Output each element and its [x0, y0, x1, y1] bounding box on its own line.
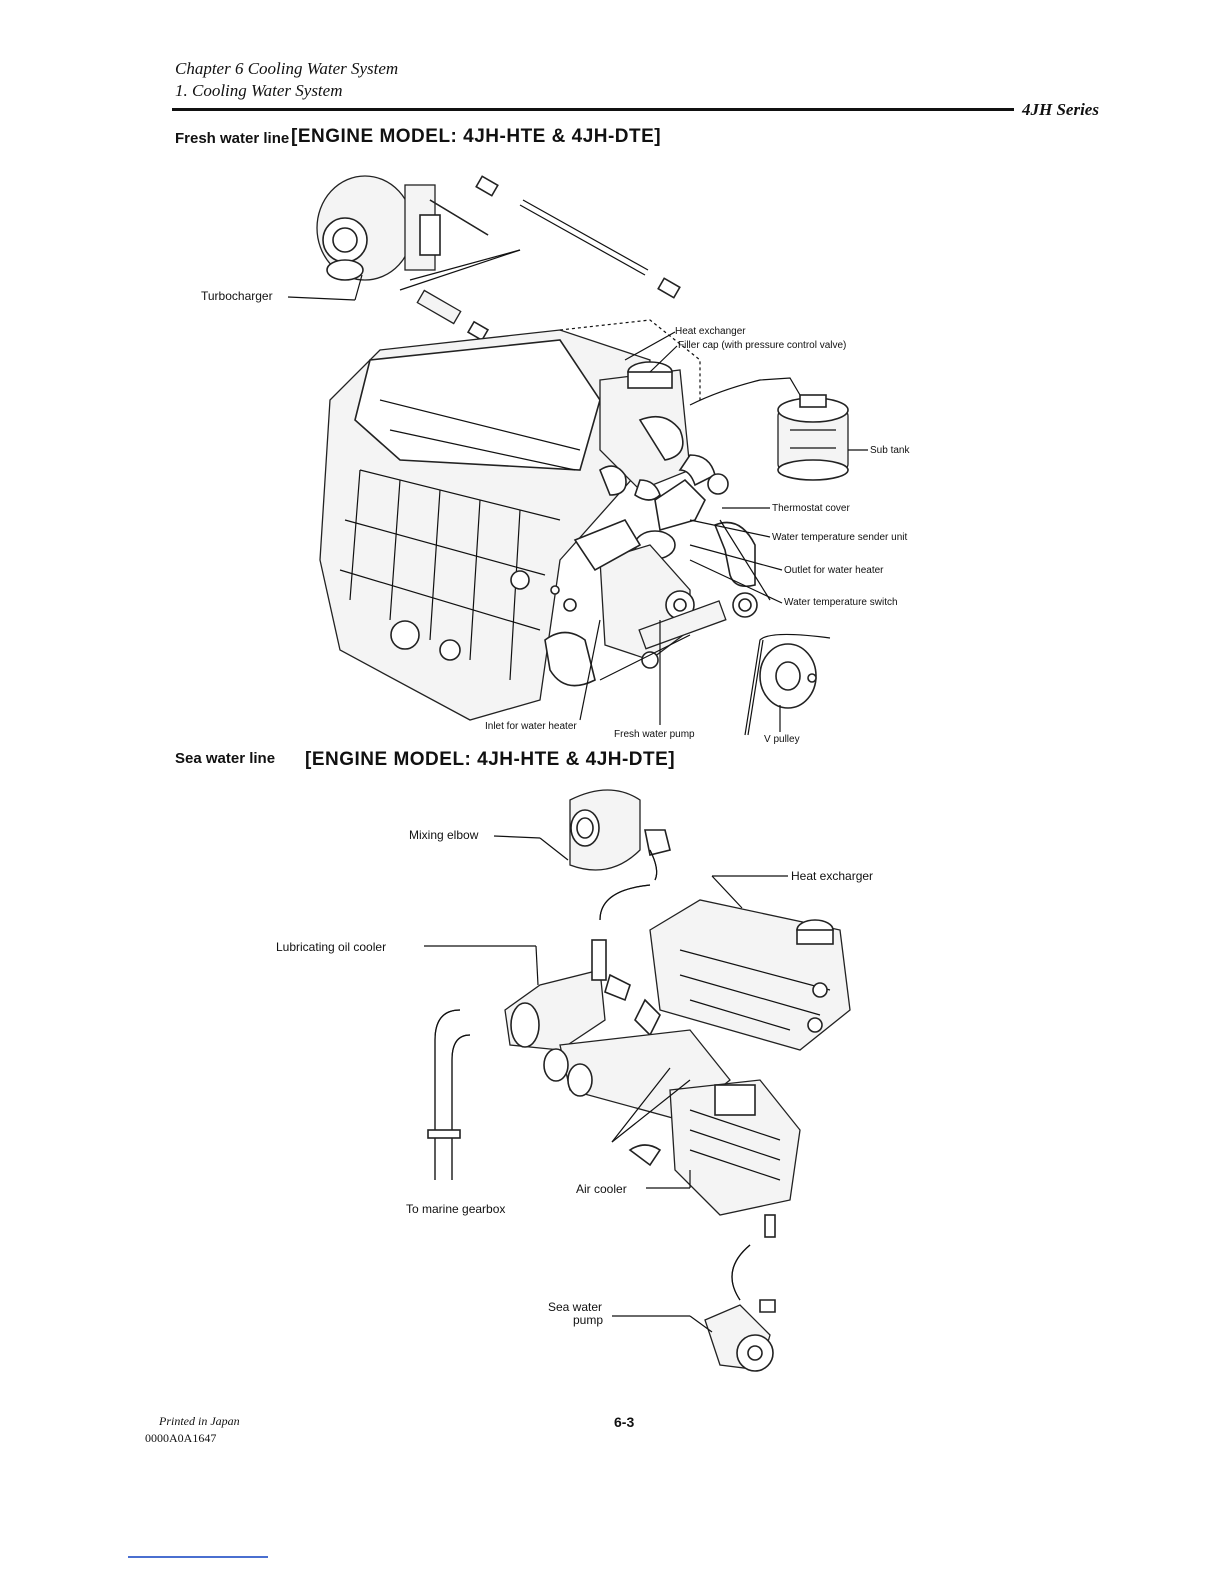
label-air-cooler: Air cooler	[576, 1182, 627, 1196]
sea-water-pump-drawing	[704, 1214, 776, 1372]
label-to-marine-gearbox: To marine gearbox	[406, 1202, 506, 1216]
printed-in-japan: Printed in Japan	[159, 1414, 240, 1428]
label-pump: pump	[573, 1313, 604, 1327]
label-inlet-water-heater: Inlet for water heater	[485, 721, 577, 732]
label-thermostat-cover: Thermostat cover	[772, 503, 850, 514]
sea-leader-lines	[424, 835, 788, 1333]
label-outlet-water-heater: Outlet for water heater	[784, 565, 884, 576]
label-water-temp-sender: Water temperature sender unit	[772, 532, 908, 543]
footer-blue-rule	[128, 1556, 268, 1558]
fresh-water-pump-drawing	[544, 519, 727, 687]
label-mixing-elbow: Mixing elbow	[409, 828, 479, 842]
fresh-water-heading: Fresh water line	[175, 130, 290, 147]
gearbox-pipes	[427, 1009, 471, 1180]
turbocharger-drawing	[316, 175, 441, 281]
sub-tank-drawing	[777, 394, 849, 481]
page-number: 6-3	[614, 1414, 635, 1430]
chapter-title: Chapter 6 Cooling Water System	[175, 59, 399, 78]
fresh-leader-lines	[287, 274, 868, 732]
label-heat-exchanger-sea: Heat excharger	[791, 869, 874, 883]
engine-block-drawing	[319, 319, 701, 721]
v-pulley-drawing	[744, 633, 831, 736]
fresh-engine-model: [ENGINE MODEL: 4JH-HTE & 4JH-DTE]	[291, 126, 662, 147]
series-label: 4JH Series	[1022, 100, 1099, 119]
label-turbocharger: Turbocharger	[201, 289, 273, 303]
label-lubricating-oil-cooler: Lubricating oil cooler	[276, 940, 387, 954]
label-sub-tank: Sub tank	[870, 445, 910, 456]
label-water-temp-switch: Water temperature switch	[784, 597, 898, 608]
header-rule	[172, 108, 1014, 111]
label-heat-exchanger: Heat exchanger	[675, 326, 746, 337]
sea-engine-model: [ENGINE MODEL: 4JH-HTE & 4JH-DTE]	[305, 749, 676, 770]
fresh-water-diagram	[287, 175, 868, 736]
label-v-pulley: V pulley	[764, 734, 800, 745]
upper-pipes	[399, 175, 681, 342]
label-fresh-water-pump: Fresh water pump	[614, 729, 695, 740]
sea-water-heading: Sea water line	[175, 750, 276, 767]
sea-hoses	[599, 849, 751, 1301]
label-sea-water: Sea water	[548, 1300, 603, 1314]
section-title: 1. Cooling Water System	[175, 81, 343, 100]
label-filler-cap: Filler cap (with pressure control valve)	[678, 340, 847, 351]
document-code: 0000A0A1647	[145, 1431, 217, 1445]
heat-exchanger-drawing	[649, 899, 851, 1051]
mixing-elbow-drawing	[569, 789, 671, 871]
oil-cooler-drawing	[504, 939, 661, 1051]
air-cooler-drawing	[543, 1029, 801, 1216]
